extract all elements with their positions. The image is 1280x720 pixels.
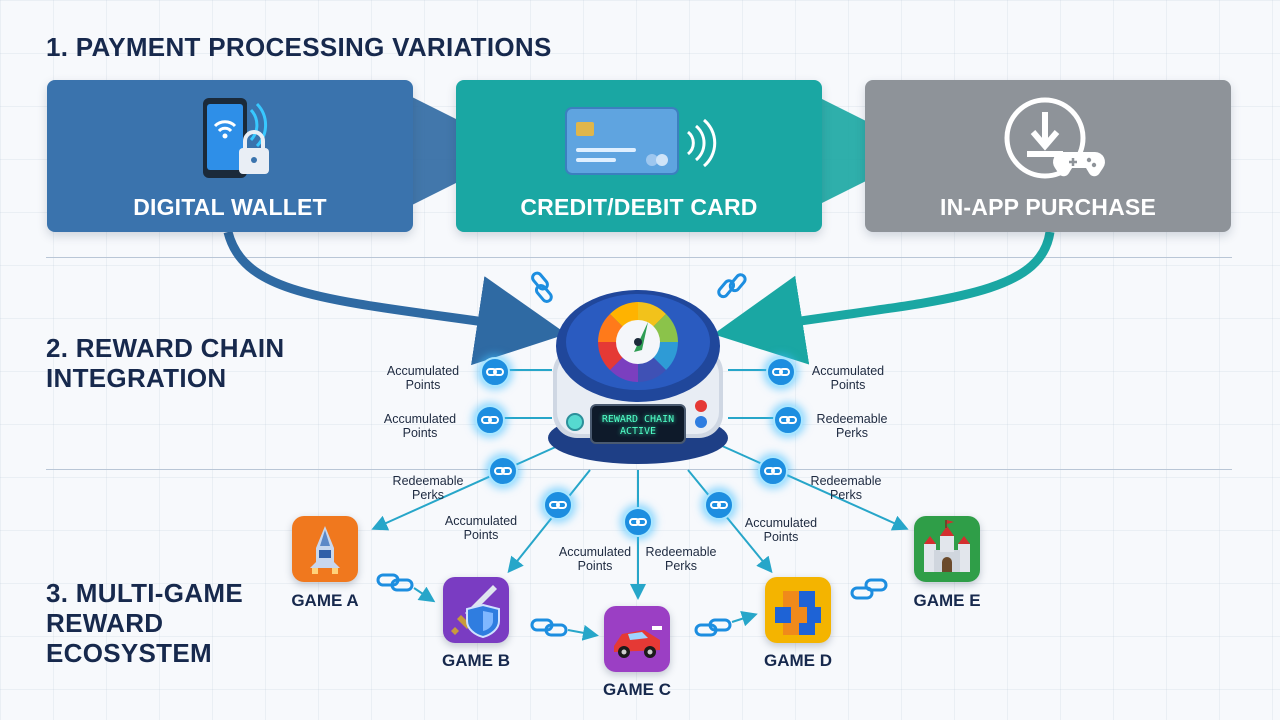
divider-middle (46, 469, 1232, 470)
label-right-top: Accumulated Points (811, 364, 885, 392)
chain-link-icon (773, 405, 803, 435)
section-title-reward-chain: 2. REWARD CHAIN INTEGRATION (46, 333, 285, 393)
chain-link-icon (480, 357, 510, 387)
payment-card-label: IN-APP PURCHASE (940, 194, 1156, 220)
race-car-icon (614, 626, 662, 658)
section-title-ecosystem: 3. MULTI-GAME REWARD ECOSYSTEM (46, 578, 243, 668)
label-right-low: Redeemable Perks (810, 474, 882, 502)
credit-card-contactless-icon (565, 107, 717, 175)
connector-hub-to-game-e (719, 444, 909, 531)
game-tile-c[interactable] (604, 606, 670, 672)
section-title-payment: 1. PAYMENT PROCESSING VARIATIONS (46, 32, 552, 62)
game-label-c: GAME C (603, 680, 671, 699)
game-label-a: GAME A (291, 591, 359, 610)
label-right-mid: Redeemable Perks (816, 412, 888, 440)
phone-wallet-lock-icon (203, 98, 269, 178)
payment-card-credit-debit: CREDIT/DEBIT CARD (456, 80, 822, 232)
game-tile-b[interactable] (443, 577, 509, 643)
divider-top (46, 257, 1232, 258)
label-inner-right: Accumulated Points (744, 516, 818, 544)
arrow-wallet-to-hub (223, 230, 567, 366)
connector-hub-to-game-d (687, 469, 773, 574)
game-tile-d[interactable] (765, 577, 831, 643)
connector-hub-to-game-a (371, 444, 561, 531)
chain-link-icon (623, 507, 653, 537)
chain-link-b-c (530, 618, 599, 641)
payment-card-digital-wallet: DIGITAL WALLET (47, 80, 413, 232)
chain-link-icon (543, 490, 573, 520)
chain-link-icon (758, 456, 788, 486)
chain-link-icon (704, 490, 734, 520)
hub-status-screen: REWARD CHAIN ACTIVE (590, 404, 686, 444)
chain-link-a-b (376, 573, 436, 603)
sword-shield-icon (451, 585, 500, 639)
spaceship-icon (310, 526, 340, 574)
game-label-b: GAME B (442, 651, 510, 670)
payment-card-in-app-purchase: IN-APP PURCHASE (865, 80, 1231, 232)
label-left-low: Redeemable Perks (392, 474, 464, 502)
chain-link-icon (488, 456, 518, 486)
reward-wheel-device-icon (548, 290, 728, 464)
chain-link-c-d (694, 611, 758, 637)
game-tile-a[interactable] (292, 516, 358, 582)
label-left-top: Accumulated Points (386, 364, 460, 392)
chain-link-floating-left (531, 271, 553, 303)
puzzle-cubes-icon (775, 591, 821, 635)
game-tile-e[interactable] (914, 516, 980, 582)
label-left-mid: Accumulated Points (383, 412, 457, 440)
chain-link-icon (475, 405, 505, 435)
chain-link-floating-right (717, 273, 747, 299)
game-label-d: GAME D (764, 651, 832, 670)
label-inner-left: Accumulated Points (444, 514, 518, 542)
payment-card-label: DIGITAL WALLET (133, 194, 327, 220)
chain-link-d-e (850, 578, 888, 600)
arrow-inapp-to-hub (713, 231, 1055, 365)
connector-hub-to-game-b (507, 469, 591, 574)
game-label-e: GAME E (913, 591, 981, 610)
label-center-right: Redeemable Perks (645, 545, 717, 573)
label-center-left: Accumulated Points (558, 545, 632, 573)
download-gamepad-icon (1004, 97, 1105, 179)
payment-card-label: CREDIT/DEBIT CARD (520, 194, 758, 220)
castle-icon (924, 520, 970, 572)
chain-link-icon (766, 357, 796, 387)
